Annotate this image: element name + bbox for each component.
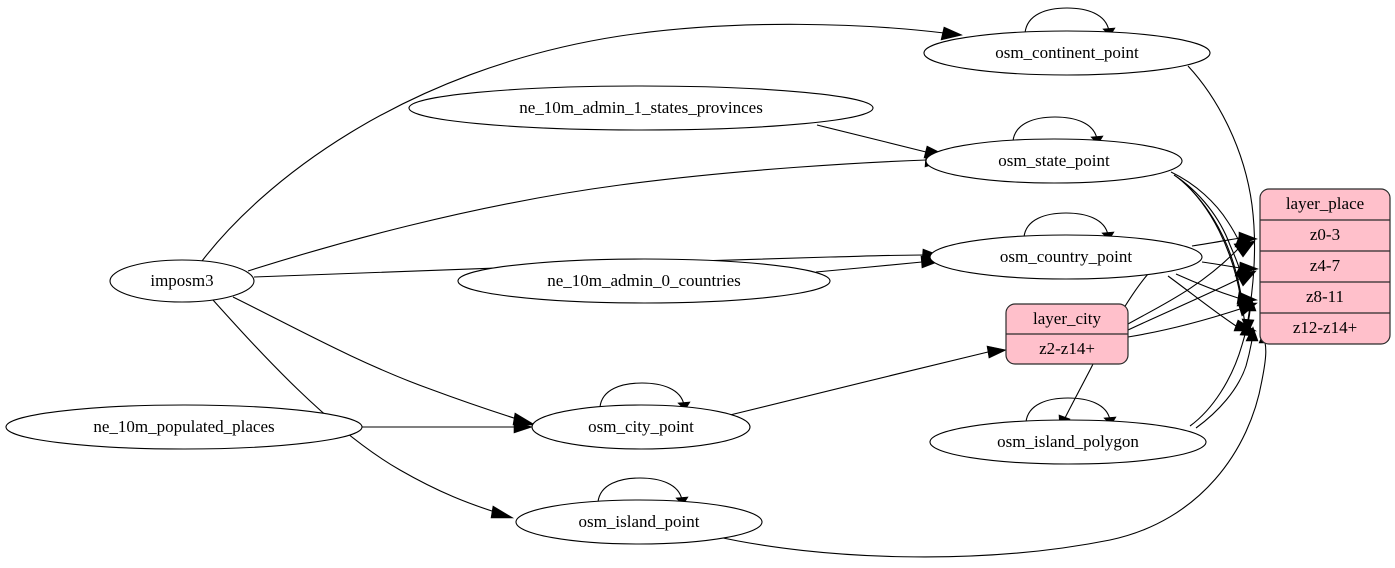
record-node-layer-place[interactable]: layer_place z0-3 z4-7 z8-11 z12-z14+ [1259, 188, 1391, 345]
edge-imposm3-to-osm-island-point [212, 299, 515, 519]
edge-imposm3-to-osm-city-point [232, 296, 537, 426]
edge-ne-states-to-osm-state-point [816, 124, 946, 159]
edge-osm-city-point-to-layer-city [729, 345, 1007, 416]
node-ne-10m-admin-1-states-provinces[interactable]: ne_10m_admin_1_states_provinces [408, 85, 874, 131]
node-osm-country-point[interactable]: osm_country_point [929, 234, 1203, 280]
edge-osm-country-point-to-layer-place-z0-3 [1191, 231, 1258, 247]
node-layer: imposm3 ne_10m_admin_1_states_provinces … [5, 30, 1391, 545]
node-osm-continent-point[interactable]: osm_continent_point [923, 30, 1211, 76]
edge-layer-city-to-layer-place-z8-11 [1127, 302, 1258, 338]
node-osm-island-polygon[interactable]: osm_island_polygon [929, 419, 1207, 465]
edge-imposm3-to-osm-state-point [247, 153, 945, 272]
edge-osm-island-polygon-to-layer-place-z12 [1195, 326, 1259, 429]
edge-osm-island-polygon-to-layer-place-z8-11 [1189, 296, 1257, 427]
record-node-layer-city[interactable]: layer_city z2-z14+ [1005, 303, 1129, 365]
edge-osm-country-point-to-layer-place-z12 [1167, 275, 1258, 332]
edge-ne-countries-to-osm-country-point [815, 255, 941, 273]
edge-ne-populated-to-osm-city-point [362, 420, 533, 434]
node-imposm3[interactable]: imposm3 [109, 259, 255, 303]
edge-osm-continent-point-to-layer-place-z12 [1187, 65, 1256, 334]
node-osm-state-point[interactable]: osm_state_point [925, 138, 1183, 184]
node-ne-10m-populated-places[interactable]: ne_10m_populated_places [5, 404, 363, 450]
edge-layer-city-to-layer-place-z4-7 [1127, 270, 1257, 331]
edge-layer-city-to-layer-place-z0-3 [1127, 240, 1256, 325]
edge-imposm3-to-osm-continent-point [201, 23, 963, 262]
node-osm-island-point[interactable]: osm_island_point [515, 499, 763, 545]
node-osm-city-point[interactable]: osm_city_point [531, 404, 751, 450]
node-ne-10m-admin-0-countries[interactable]: ne_10m_admin_0_countries [457, 258, 831, 304]
